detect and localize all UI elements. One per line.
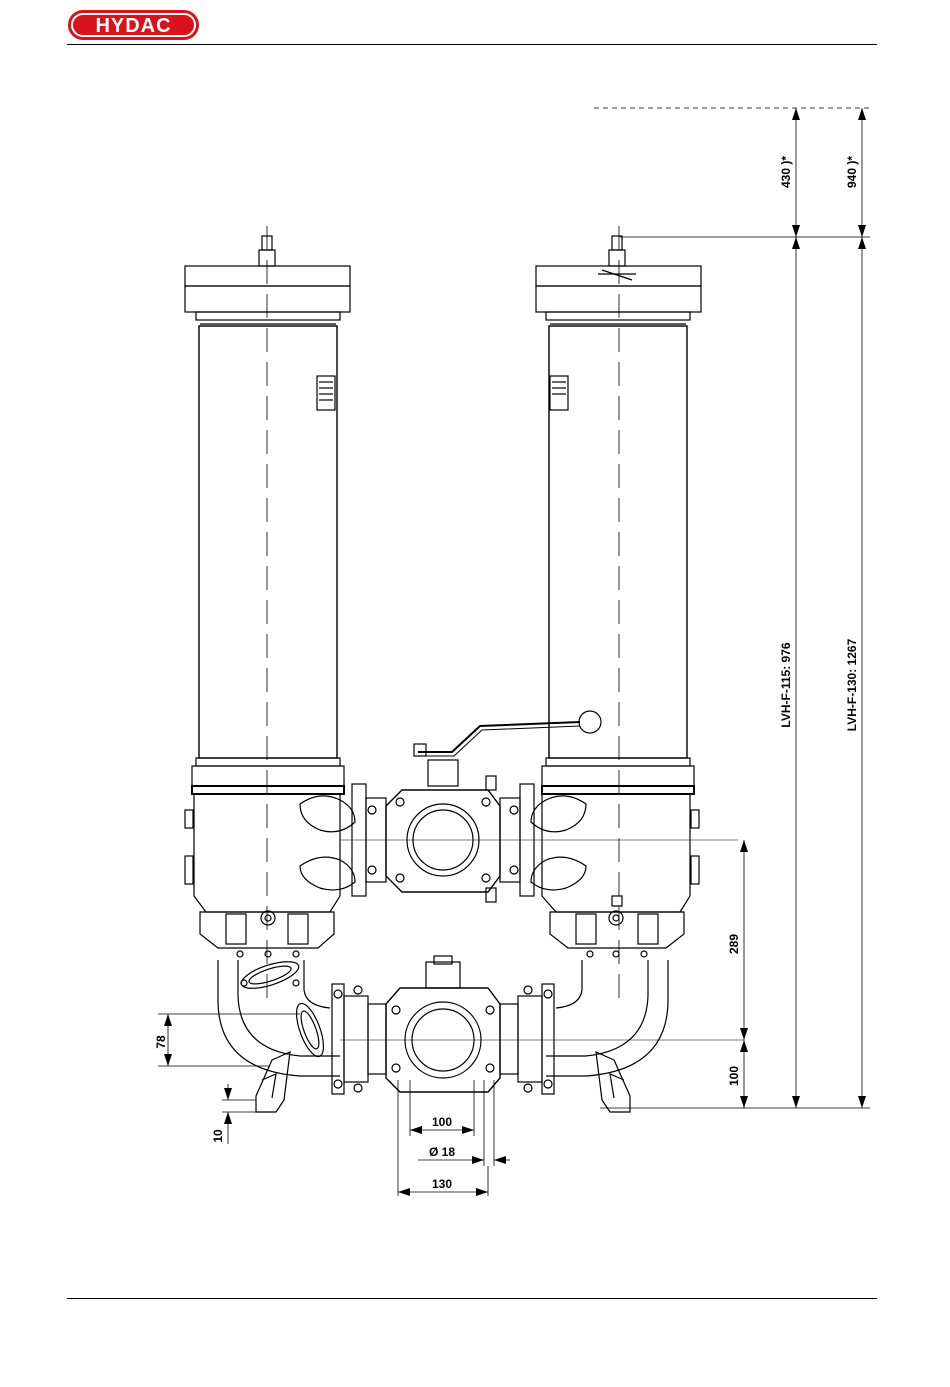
- left-label-plate: [317, 376, 335, 410]
- dim-100-horizontal: 100: [432, 1115, 452, 1129]
- upper-changeover-valve: [300, 711, 738, 902]
- dim-100-vertical: 100: [727, 1066, 741, 1086]
- dimension-arrows: [164, 108, 866, 1196]
- right-filter-housing: [536, 226, 701, 1000]
- dim-78: 78: [154, 1035, 168, 1049]
- lower-changeover-valve: [332, 956, 744, 1094]
- dim-lvh-f-115: LVH-F-115: 976: [779, 642, 793, 727]
- dim-10: 10: [211, 1129, 225, 1143]
- dim-289: 289: [727, 934, 741, 954]
- lower-pipe-loops: [218, 956, 668, 1112]
- dim-130: 130: [432, 1177, 452, 1191]
- dim-lvh-f-130: LVH-F-130: 1267: [845, 638, 859, 731]
- dim-940: 940 )*: [845, 156, 859, 188]
- left-filter-housing: [185, 226, 350, 1000]
- dim-430: 430 )*: [779, 156, 793, 188]
- dimension-lines: [158, 108, 870, 1196]
- dim-diameter-18: Ø 18: [429, 1145, 455, 1159]
- right-label-plate: [550, 376, 568, 410]
